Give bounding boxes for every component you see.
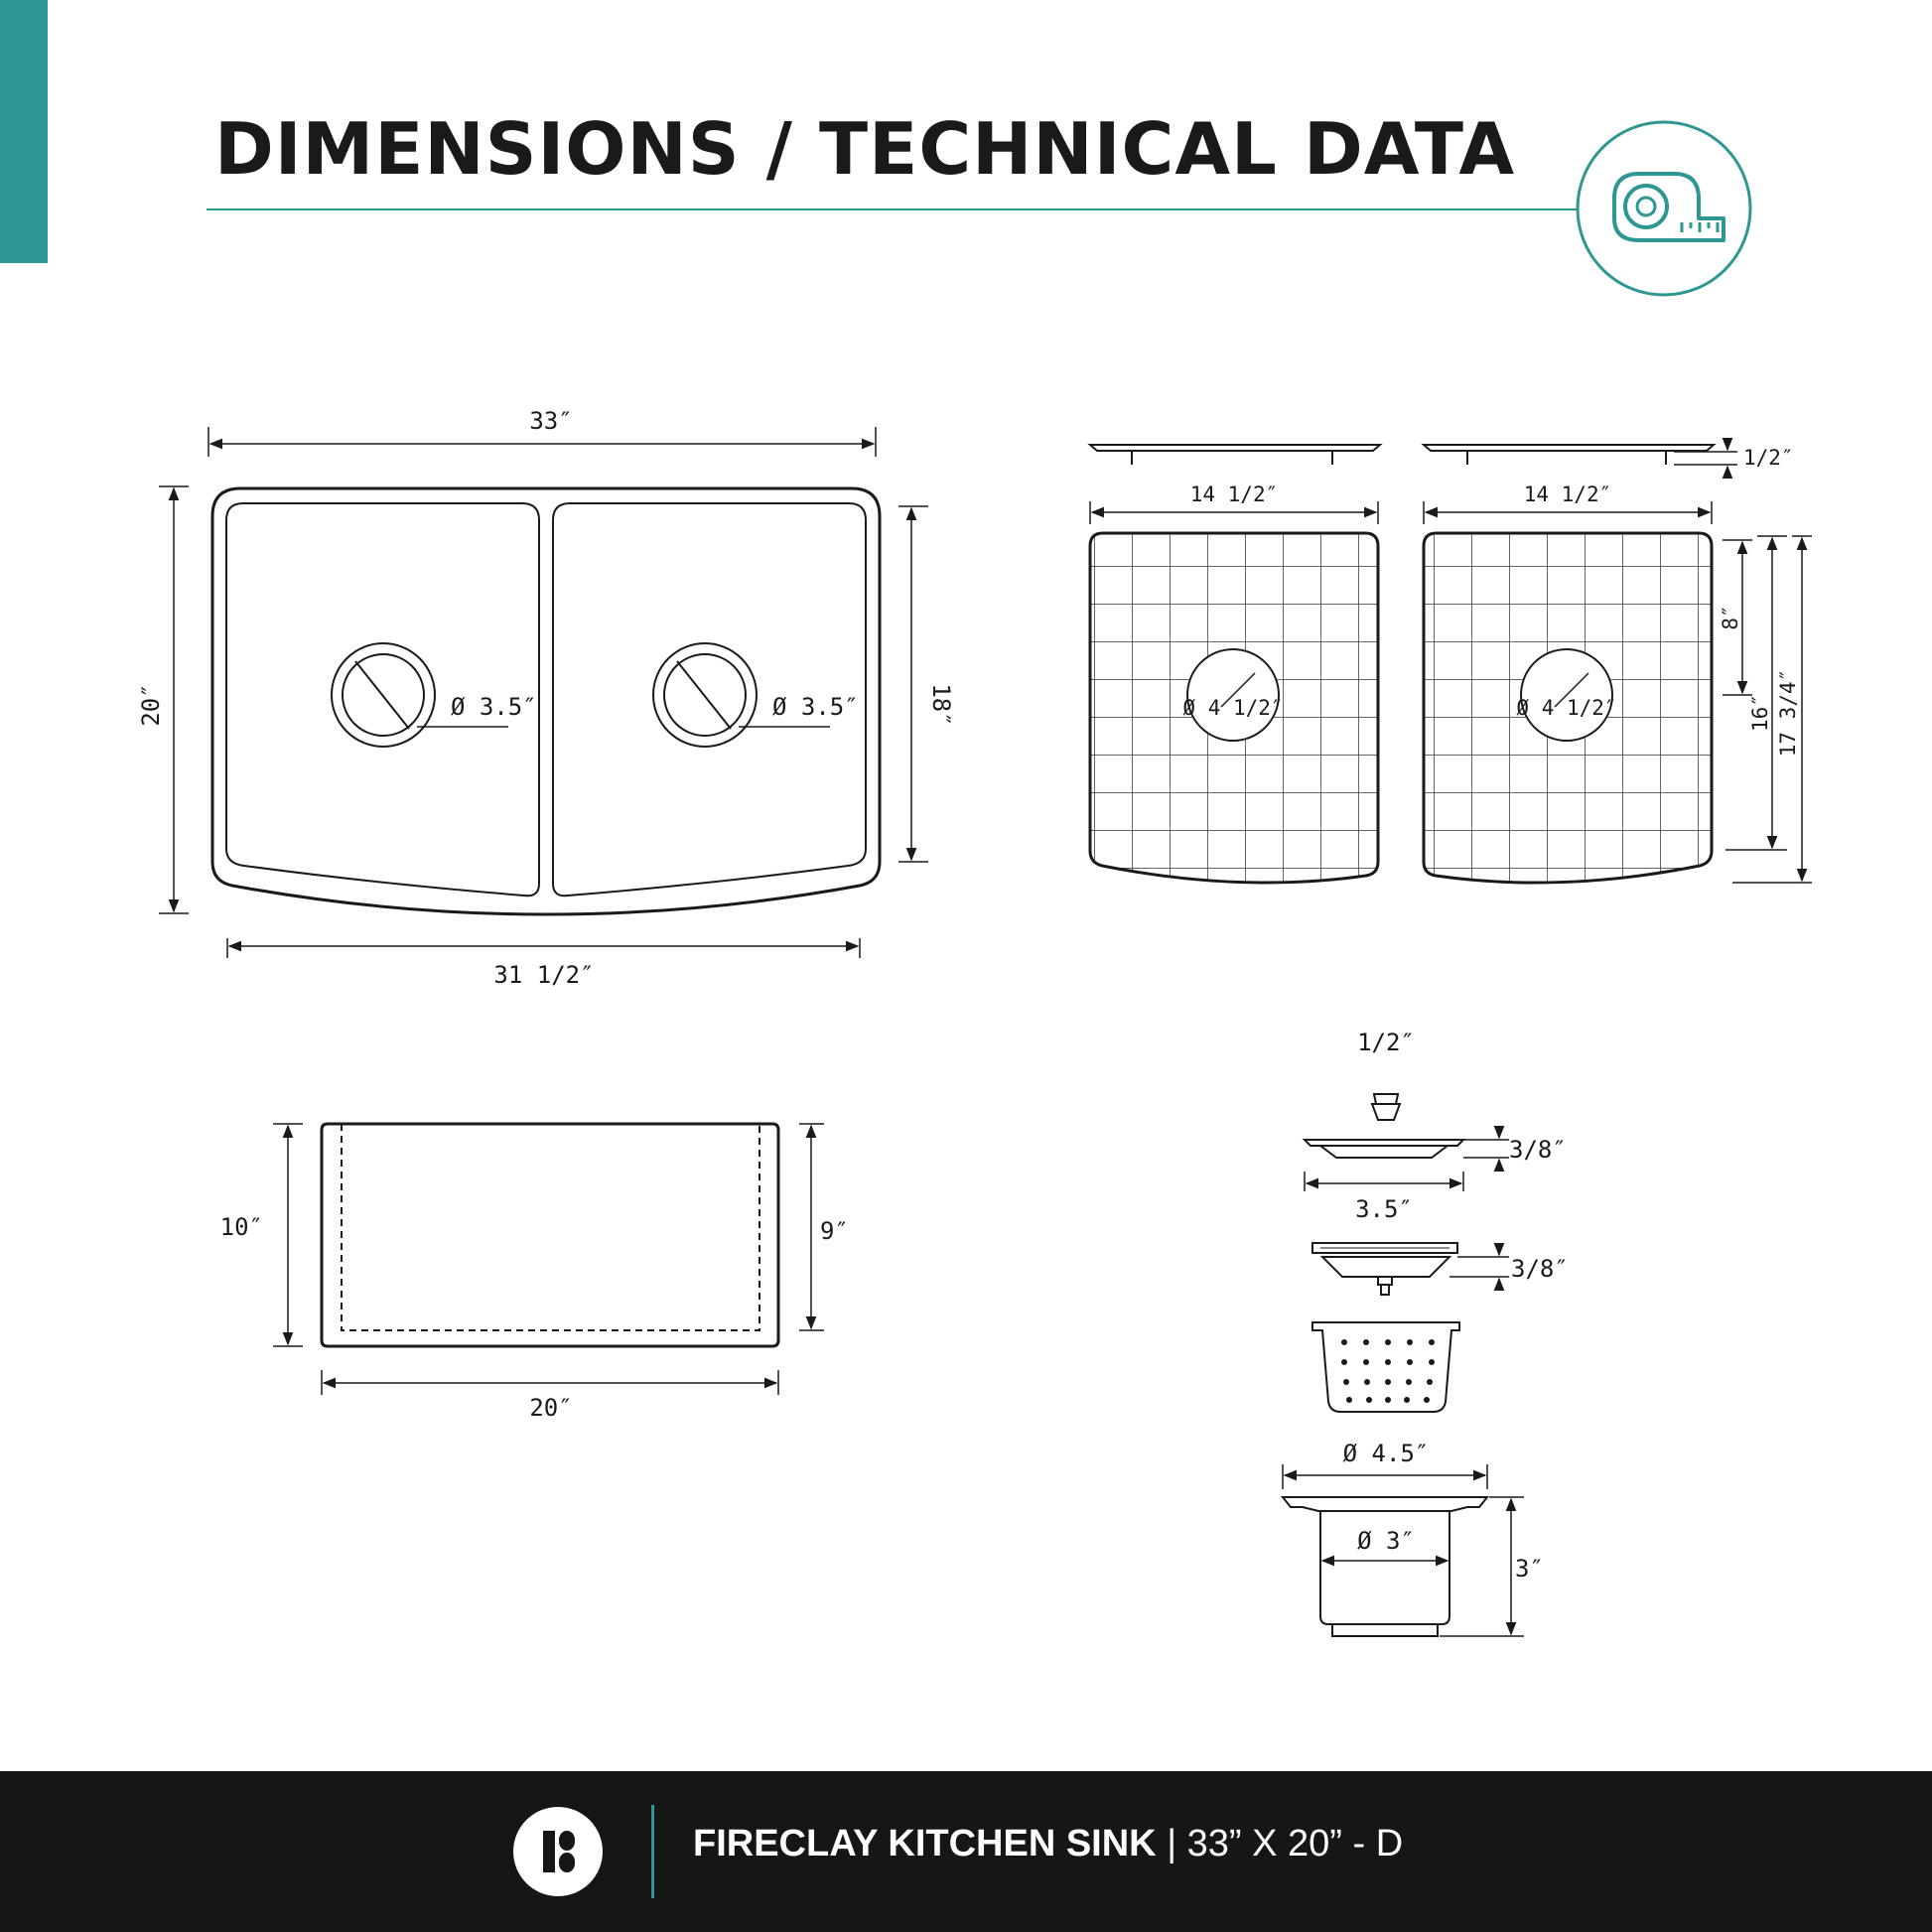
stopper-height-label: 3/8″ <box>1511 1255 1569 1283</box>
left-drain-label: Ø 3.5″ <box>451 693 537 721</box>
title-rule <box>207 208 1577 210</box>
sink-front-width-label: 31 1/2″ <box>493 961 594 989</box>
cap-height-label: 3/8″ <box>1509 1136 1567 1164</box>
grid-right-width-label: 14 1/2″ <box>1524 483 1612 506</box>
sink-top-dimensions <box>159 427 928 958</box>
footer-divider <box>651 1805 654 1898</box>
grid-right <box>1422 531 1714 885</box>
flange-label: Ø 4.5″ <box>1343 1440 1430 1467</box>
stopper-icon <box>1311 1242 1458 1296</box>
grid-dimensions <box>1089 437 1812 884</box>
footer-product-name: FIRECLAY KITCHEN SINK <box>693 1823 1157 1864</box>
left-drain-icon <box>331 642 436 748</box>
side-inner-height-label: 9″ <box>820 1217 849 1245</box>
cap-width-label: 3.5″ <box>1355 1195 1413 1223</box>
side-depth-label: 20″ <box>529 1394 572 1422</box>
sink-depth-label: 20″ <box>137 683 165 726</box>
strainer-cap-icon <box>1302 1139 1466 1159</box>
sink-side-view <box>320 1122 780 1348</box>
side-outer-height-label: 10″ <box>220 1213 263 1241</box>
footer-product-line: FIRECLAY KITCHEN SINK | 33” X 20” - D <box>693 1823 1403 1865</box>
sink-side-dimensions <box>273 1123 824 1395</box>
sink-inner-depth-label: 18″ <box>927 683 955 726</box>
basket-icon <box>1311 1321 1460 1413</box>
grid-left-hole-label: Ø 4 1/2″ <box>1182 696 1283 720</box>
sink-width-label: 33″ <box>529 407 572 435</box>
body-diameter-label: Ø 3″ <box>1357 1527 1415 1555</box>
right-drain-label: Ø 3.5″ <box>772 693 859 721</box>
brand-logo-icon <box>513 1807 603 1896</box>
page-title: DIMENSIONS / TECHNICAL DATA <box>214 107 1516 191</box>
grid-left <box>1088 531 1380 885</box>
sink-top-view <box>210 486 882 916</box>
grid-hole-offset-label: 8″ <box>1719 605 1742 629</box>
tape-measure-icon <box>1576 120 1752 297</box>
footer-bar: FIRECLAY KITCHEN SINK | 33” X 20” - D <box>0 1771 1932 1932</box>
grid-depth-label: 16″ <box>1748 694 1772 732</box>
right-drain-icon <box>652 642 758 748</box>
grid-left-width-label: 14 1/2″ <box>1190 483 1279 506</box>
body-height-label: 3″ <box>1515 1555 1544 1583</box>
grid-thickness-label: 1/2″ <box>1743 446 1794 470</box>
accent-bar <box>0 0 48 263</box>
drain-body-icon <box>1280 1496 1490 1637</box>
knob-icon <box>1370 1093 1402 1121</box>
footer-separator: | <box>1167 1823 1177 1864</box>
grid-profiles <box>1087 444 1717 465</box>
knob-label: 1/2″ <box>1357 1029 1415 1056</box>
grid-right-hole-label: Ø 4 1/2″ <box>1516 696 1616 720</box>
footer-product-size: 33” X 20” - D <box>1186 1823 1404 1864</box>
strainer-assembly <box>1280 1093 1490 1637</box>
strainer-dimensions <box>1282 1125 1524 1637</box>
grid-total-depth-label: 17 3/4″ <box>1776 669 1800 758</box>
